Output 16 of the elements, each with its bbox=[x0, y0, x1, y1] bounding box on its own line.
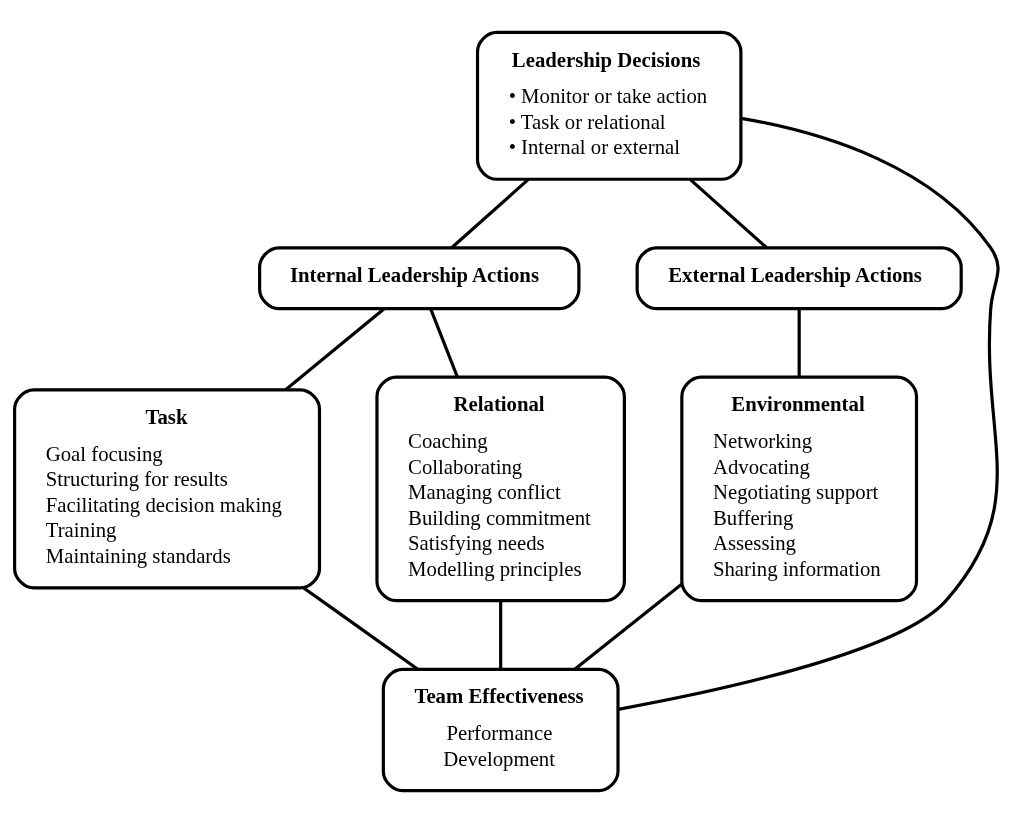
connector bbox=[284, 307, 386, 392]
connector bbox=[574, 582, 683, 671]
connector bbox=[797, 308, 801, 377]
connector bbox=[429, 308, 459, 378]
connector bbox=[302, 586, 419, 671]
node-box: Task Goal focusing Structuring for results Facilitating decision making Training Maintaining standards bbox=[13, 388, 322, 590]
node-box: Environmental Networking Advocating Negotiating support Buffering Assessing Sharing information bbox=[680, 375, 919, 603]
node-box: Internal Leadership Actions bbox=[258, 246, 581, 311]
node-box: Leadership Decisions • Monitor or take action • Task or relational • Internal or external bbox=[475, 30, 743, 181]
connector bbox=[499, 601, 503, 670]
connector bbox=[689, 178, 768, 249]
connector bbox=[617, 116, 1000, 711]
connector bbox=[450, 178, 530, 249]
node-box: External Leadership Actions bbox=[635, 246, 963, 311]
node-box: Team Effectiveness Performance Development bbox=[381, 667, 620, 793]
node-box: Relational Coaching Collaborating Managing conflict Building commitment Satisfying needs Modelling principles bbox=[375, 375, 626, 603]
